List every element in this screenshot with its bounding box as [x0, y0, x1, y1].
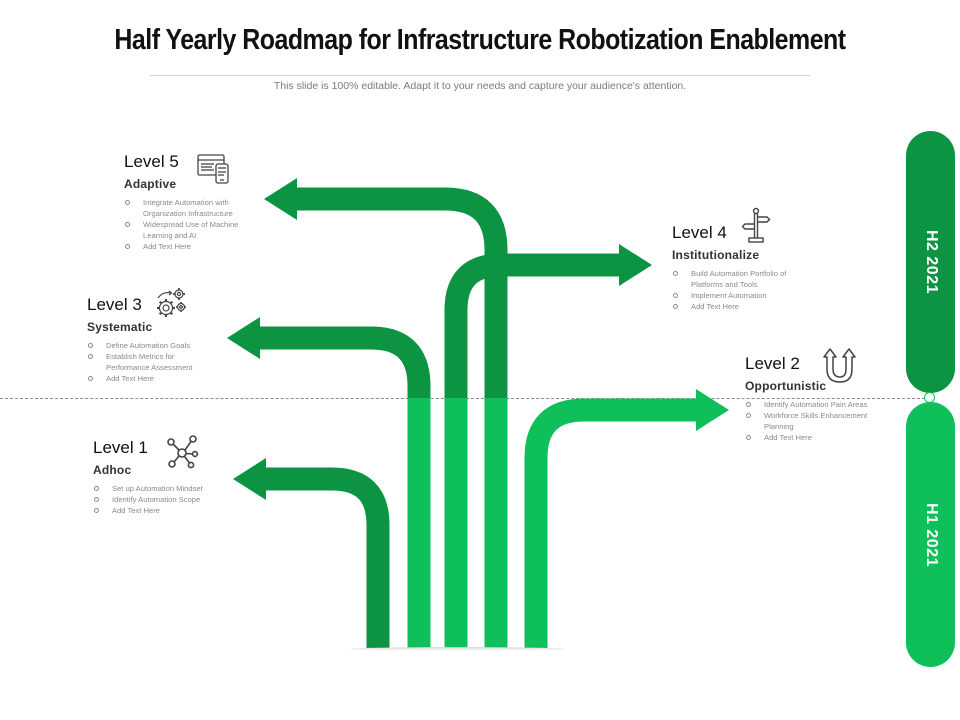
level-3-point: Define Automation Goals — [87, 340, 206, 351]
level-4-point: Add Text Here — [672, 301, 809, 312]
level-4-card: Level 4 Institutionalize Build Automatio… — [672, 223, 809, 312]
level-4-point: Implement Automation — [672, 290, 809, 301]
level-5-card: Level 5 Adaptive Integrate Automation wi… — [124, 152, 261, 252]
level-2-card: Level 2 Opportunistic Identify Automatio… — [745, 354, 889, 443]
level-1-point: Add Text Here — [93, 505, 203, 516]
signpost-icon — [741, 207, 771, 243]
level-5-point: Add Text Here — [124, 241, 261, 252]
double-up-arrows-icon — [823, 348, 856, 383]
period-h2-label: H2 2021 — [922, 230, 940, 294]
level-1-points: Set up Automation Mindset Identify Autom… — [93, 483, 203, 516]
level-5-point: Widespread Use of Machine Learning and A… — [124, 219, 261, 241]
level-1-card: Level 1 Adhoc Set up Automation Mindset … — [93, 438, 203, 516]
level-5-points: Integrate Automation with Organization I… — [124, 197, 261, 252]
level-3-points: Define Automation Goals Establish Metric… — [87, 340, 206, 384]
network-nodes-icon — [167, 435, 199, 469]
level-2-point: Add Text Here — [745, 432, 882, 443]
level-2-point: Workforce Skills Enhancement Planning — [745, 410, 889, 432]
period-h2-2021: H2 2021 — [906, 131, 955, 393]
arrow-level-2 — [524, 389, 729, 648]
period-h1-label: H1 2021 — [922, 502, 940, 567]
arrow-level-5 — [264, 178, 508, 648]
arrow-level-1 — [233, 458, 390, 648]
level-3-point: Add Text Here — [87, 373, 206, 384]
title-divider — [150, 75, 810, 76]
level-4-name: Institutionalize — [672, 248, 760, 262]
timeline-joint-marker — [924, 392, 935, 403]
level-1-title: Level 1 — [93, 438, 148, 457]
page-title: Half Yearly Roadmap for Infrastructure R… — [114, 24, 846, 56]
level-5-title: Level 5 — [124, 152, 179, 171]
level-3-card: Level 3 Systematic Define Automation Goa… — [87, 295, 206, 384]
level-4-points: Build Automation Portfolio of Platforms … — [672, 268, 809, 312]
period-h1-2021: H1 2021 — [906, 402, 955, 667]
arrows-base-shadow — [350, 647, 565, 651]
level-4-title: Level 4 — [672, 223, 727, 242]
gears-icon — [157, 288, 186, 317]
level-2-points: Identify Automation Pain Areas Workforce… — [745, 399, 889, 443]
level-5-point: Integrate Automation with Organization I… — [124, 197, 261, 219]
level-2-name: Opportunistic — [745, 379, 827, 393]
level-1-point: Identify Automation Scope — [93, 494, 203, 505]
level-3-point: Establish Metrics for Performance Assess… — [87, 351, 206, 373]
level-3-title: Level 3 — [87, 295, 142, 314]
arrow-level-3 — [227, 317, 431, 648]
level-1-name: Adhoc — [93, 463, 132, 477]
page-subtitle: This slide is 100% editable. Adapt it to… — [273, 80, 687, 92]
responsive-devices-icon — [197, 154, 229, 184]
level-2-point: Identify Automation Pain Areas — [745, 399, 889, 410]
level-2-title: Level 2 — [745, 354, 800, 373]
level-5-name: Adaptive — [124, 177, 177, 191]
level-4-point: Build Automation Portfolio of Platforms … — [672, 268, 809, 290]
level-1-point: Set up Automation Mindset — [93, 483, 203, 494]
level-3-name: Systematic — [87, 320, 153, 334]
